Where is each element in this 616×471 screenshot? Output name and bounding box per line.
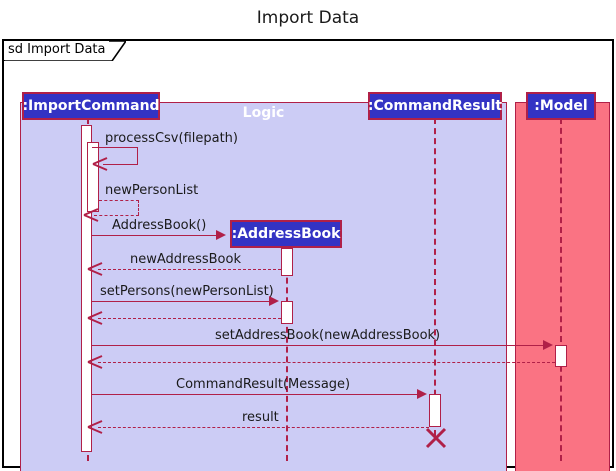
message-arrow-new-address-book — [87, 262, 103, 276]
activation-model — [555, 345, 567, 367]
activation-command-result — [429, 394, 441, 427]
activation-import-command-main — [81, 125, 92, 452]
lifeline-address-book — [286, 248, 288, 461]
message-arrow-set-persons-return — [87, 311, 103, 325]
message-line-address-book-new — [92, 235, 218, 236]
message-line-new-address-book — [98, 269, 281, 270]
activation-address-book-set-persons — [281, 301, 293, 324]
message-label-set-persons: setPersons(newPersonList) — [100, 284, 274, 299]
message-line-process-csv-right — [137, 147, 138, 164]
message-arrow-new-person-list — [83, 208, 99, 222]
destruction-x-icon-command-result — [425, 427, 447, 449]
participant-command-result[interactable]: :CommandResult — [368, 92, 502, 120]
group-box-model: Model — [515, 102, 610, 471]
message-line-result — [98, 427, 429, 428]
participant-import-command[interactable]: :ImportCommand — [22, 92, 160, 120]
sd-frame: sd Import Data Logic Model :ImportComman… — [2, 39, 614, 471]
message-line-process-csv-top — [92, 147, 138, 148]
message-line-set-address-book — [92, 345, 544, 346]
participant-model[interactable]: :Model — [526, 92, 596, 120]
message-label-address-book-new: AddressBook() — [112, 218, 207, 233]
message-arrow-set-address-book-return — [87, 355, 103, 369]
page-title: Import Data — [256, 8, 360, 28]
message-line-new-person-list-bottom — [94, 215, 139, 216]
participant-address-book[interactable]: :AddressBook — [230, 220, 342, 248]
lifeline-command-result — [434, 118, 436, 436]
message-arrow-process-csv — [92, 157, 108, 171]
message-label-new-address-book: newAddressBook — [130, 252, 241, 267]
group-box-logic: Logic — [20, 102, 507, 471]
message-line-process-csv-bottom — [103, 164, 138, 165]
message-line-command-result-new — [92, 394, 418, 395]
message-label-new-person-list: newPersonList — [105, 183, 199, 198]
activation-import-command-nested — [87, 142, 99, 212]
message-line-set-persons-return — [98, 318, 281, 319]
participant-label-import-command: :ImportCommand — [22, 98, 160, 114]
message-arrow-set-address-book — [543, 340, 553, 350]
message-line-set-address-book-return — [98, 362, 555, 363]
message-line-new-person-list-top — [99, 200, 139, 201]
group-label-logic: Logic — [242, 105, 285, 121]
message-label-process-csv: processCsv(filepath) — [105, 131, 238, 146]
message-arrow-address-book-new — [216, 230, 226, 240]
message-label-command-result-new: CommandResult(Message) — [176, 377, 351, 392]
participant-label-address-book: :AddressBook — [231, 226, 341, 242]
lifeline-model — [560, 118, 562, 461]
message-arrow-result — [87, 420, 103, 434]
participant-label-command-result: :CommandResult — [367, 98, 503, 114]
message-arrow-command-result-new — [417, 389, 427, 399]
message-line-new-person-list-right — [138, 200, 139, 215]
message-label-set-address-book: setAddressBook(newAddressBook) — [215, 328, 441, 343]
participant-label-model: :Model — [534, 98, 588, 114]
message-arrow-set-persons — [269, 296, 279, 306]
sd-frame-label: sd Import Data — [4, 41, 110, 60]
activation-address-book-create — [281, 248, 293, 276]
message-line-set-persons — [92, 301, 270, 302]
message-label-result: result — [242, 410, 279, 425]
